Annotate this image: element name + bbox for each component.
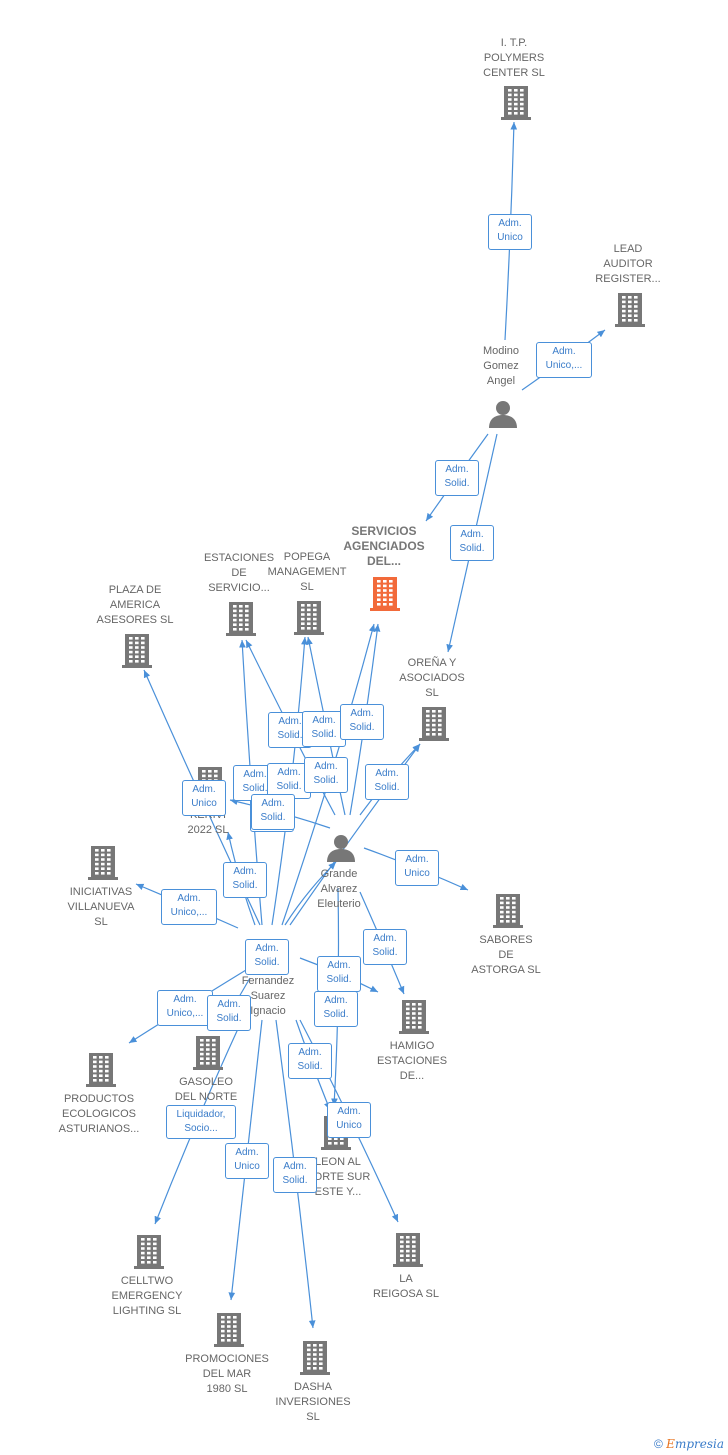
node-label-promociones[interactable]: PROMOCIONES DEL MAR 1980 SL <box>185 1353 269 1395</box>
edge-label-grande-to-hamigo[interactable]: Adm. Solid. <box>363 929 407 965</box>
node-label-fernandez[interactable]: Fernandez Suarez Ignacio <box>241 975 295 1017</box>
edge-label-grande-to-popega[interactable]: Adm. Solid. <box>302 711 346 747</box>
copyright[interactable]: © Empresia <box>654 1437 724 1451</box>
node-label-sabores[interactable]: SABORES DE ASTORGA SL <box>471 934 541 976</box>
edge-label-fernandez-to-reigosa[interactable]: Adm. Solid. <box>314 991 358 1027</box>
node-label-modino[interactable]: Modino Gomez Angel <box>482 345 520 387</box>
building-icon-promociones[interactable] <box>214 1311 244 1352</box>
edge-fernandez-to-grande <box>284 861 337 926</box>
brand-name: mpresia <box>674 1437 724 1451</box>
edge-label-fernandez-to-productos[interactable]: Adm. Unico,... <box>157 990 213 1026</box>
node-label-iniciativas[interactable]: INICIATIVAS VILLANUEVA SL <box>67 886 135 928</box>
edge-label-modino-to-orena[interactable]: Adm. Solid. <box>450 525 494 561</box>
building-icon-estaciones[interactable] <box>226 600 256 641</box>
building-icon-sabores[interactable] <box>493 892 523 933</box>
building-icon-servicios[interactable] <box>370 575 400 616</box>
building-icon-hamigo[interactable] <box>399 998 429 1039</box>
node-label-orena[interactable]: OREÑA Y ASOCIADOS SL <box>399 657 465 699</box>
edge-label-grande-to-leon[interactable]: Adm. Unico <box>327 1102 371 1138</box>
node-label-estaciones[interactable]: ESTACIONES DE SERVICIO... <box>203 552 275 594</box>
edge-label-fernandez-to-gasoleo[interactable]: Adm. Solid. <box>207 995 251 1031</box>
edge-label-fernandez-to-plaza[interactable]: Adm. Unico <box>182 780 226 816</box>
node-label-productos[interactable]: PRODUCTOS ECOLOGICOS ASTURIANOS... <box>58 1093 140 1135</box>
edge-label-fernandez-to-servicios[interactable]: Adm. Solid. <box>304 757 348 793</box>
edge-label-modino-to-servicios[interactable]: Adm. Solid. <box>435 460 479 496</box>
node-label-itp[interactable]: I. T.P. POLYMERS CENTER SL <box>483 37 545 79</box>
building-icon-celltwo[interactable] <box>134 1233 164 1274</box>
node-label-lead[interactable]: LEAD AUDITOR REGISTER... <box>595 243 661 285</box>
building-icon-reigosa[interactable] <box>393 1231 423 1272</box>
building-icon-iniciativas[interactable] <box>88 844 118 885</box>
edge-label-fernandez-to-grande[interactable]: Adm. Solid. <box>245 939 289 975</box>
node-label-hamigo[interactable]: HAMIGO ESTACIONES DE... <box>376 1040 448 1082</box>
brand-logo: Empresia <box>666 1437 724 1451</box>
node-label-plaza[interactable]: PLAZA DE AMERICA ASESORES SL <box>96 584 174 626</box>
copyright-symbol: © <box>653 1437 663 1451</box>
edge-label-fernandez-to-popega[interactable]: Adm. Solid. <box>267 763 311 799</box>
building-icon-gasoleo[interactable] <box>193 1034 223 1075</box>
node-label-grande[interactable]: Grande Alvarez Eleuterio <box>317 868 361 910</box>
edge-label-fernandez-to-dasha[interactable]: Adm. Solid. <box>273 1157 317 1193</box>
edge-label-grande-to-sabores[interactable]: Adm. Unico <box>395 850 439 886</box>
edge-label-modino-to-itp[interactable]: Adm. Unico <box>488 214 532 250</box>
edge-label-fernandez-to-kerivi[interactable]: Adm. Solid. <box>223 862 267 898</box>
node-label-reigosa[interactable]: LA REIGOSA SL <box>372 1273 440 1300</box>
building-icon-itp[interactable] <box>501 84 531 125</box>
edge-label-modino-to-lead[interactable]: Adm. Unico,... <box>536 342 592 378</box>
edge-label-fernandez-to-celltwo[interactable]: Liquidador, Socio... <box>166 1105 236 1139</box>
edge-label-fernandez-to-iniciativas[interactable]: Adm. Unico,... <box>161 889 217 925</box>
edge-label-grande-to-orena[interactable]: Adm. Solid. <box>365 764 409 800</box>
person-icon-modino[interactable] <box>488 400 518 433</box>
edge-label-fernandez-to-orena[interactable]: Adm. Solid. <box>251 794 295 830</box>
edge-label-grande-to-servicios[interactable]: Adm. Solid. <box>340 704 384 740</box>
building-icon-lead[interactable] <box>615 291 645 332</box>
edge-label-fernandez-to-hamigo[interactable]: Adm. Solid. <box>317 956 361 992</box>
building-icon-plaza[interactable] <box>122 632 152 673</box>
brand-initial: E <box>666 1437 675 1451</box>
person-icon-grande[interactable] <box>326 834 356 867</box>
building-icon-productos[interactable] <box>86 1051 116 1092</box>
node-label-servicios[interactable]: SERVICIOS AGENCIADOS DEL... <box>343 524 425 568</box>
node-label-popega[interactable]: POPEGA MANAGEMENT SL <box>267 551 347 593</box>
building-icon-dasha[interactable] <box>300 1339 330 1380</box>
building-icon-popega[interactable] <box>294 599 324 640</box>
building-icon-orena[interactable] <box>419 705 449 746</box>
node-label-celltwo[interactable]: CELLTWO EMERGENCY LIGHTING SL <box>111 1275 183 1317</box>
edge-label-fernandez-to-promociones[interactable]: Adm. Unico <box>225 1143 269 1179</box>
edge-label-fernandez-to-leon[interactable]: Adm. Solid. <box>288 1043 332 1079</box>
node-label-dasha[interactable]: DASHA INVERSIONES SL <box>275 1381 351 1423</box>
